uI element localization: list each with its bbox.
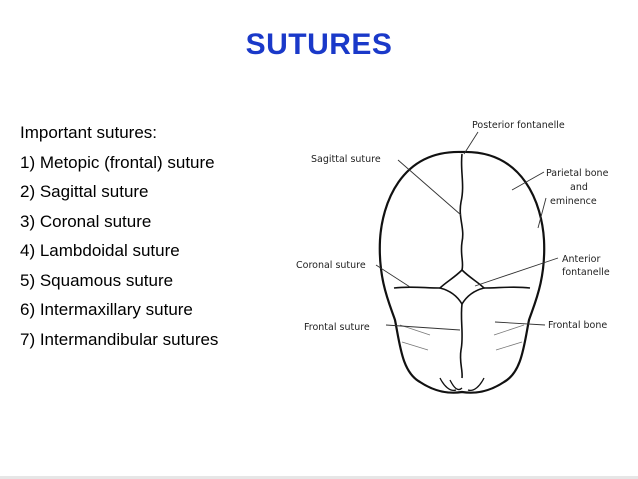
coronal-suture-leader <box>375 264 411 288</box>
suture-list: Important sutures: 1) Metopic (frontal) … <box>20 118 218 354</box>
label-coronal-suture: Coronal suture <box>296 260 366 271</box>
label-sagittal-suture: Sagittal suture <box>311 154 381 165</box>
slide-title: SUTURES <box>245 28 393 61</box>
posterior-fontanelle-leader <box>463 131 479 155</box>
anterior-fontanelle-leader <box>474 257 559 287</box>
skull-diagram: Posterior fontanelle Sagittal suture Par… <box>290 110 630 410</box>
list-item: 2) Sagittal suture <box>20 182 149 201</box>
sagittal-suture-line <box>459 153 464 271</box>
bottom-divider <box>0 476 638 479</box>
label-parietal-and: and <box>570 182 588 193</box>
label-frontal-suture: Frontal suture <box>304 322 370 333</box>
list-item: 4) Lambdoidal suture <box>20 241 180 260</box>
eminence-leader <box>537 197 547 229</box>
list-item: 3) Coronal suture <box>20 211 152 231</box>
list-heading: Important sutures: <box>20 123 158 142</box>
label-anterior: Anterior <box>562 254 600 265</box>
nasal-region <box>439 377 485 392</box>
frontal-bone-leader <box>494 321 546 326</box>
list-item: 6) Intermaxillary suture <box>20 300 193 319</box>
skull-illustration: Posterior fontanelle Sagittal suture Par… <box>296 120 610 394</box>
label-parietal-bone: Parietal bone <box>546 168 609 179</box>
frontal-suture-leader <box>385 324 461 331</box>
label-posterior-fontanelle: Posterior fontanelle <box>472 120 565 131</box>
anterior-fontanelle-shape <box>438 268 486 306</box>
list-item: 1) Metopic (frontal) suture <box>20 152 215 172</box>
label-frontal-bone: Frontal bone <box>548 320 607 331</box>
coronal-suture-line <box>393 286 531 289</box>
sagittal-suture-leader <box>397 159 462 216</box>
frontal-bone-shading <box>399 324 525 351</box>
parietal-bone-leader <box>511 171 545 191</box>
frontal-suture-line <box>459 303 463 379</box>
skull-outline <box>378 150 546 394</box>
label-fontanelle: fontanelle <box>562 267 610 278</box>
label-eminence: eminence <box>550 196 597 207</box>
list-item: 5) Squamous suture <box>20 270 174 290</box>
list-item: 7) Intermandibular sutures <box>20 329 219 349</box>
